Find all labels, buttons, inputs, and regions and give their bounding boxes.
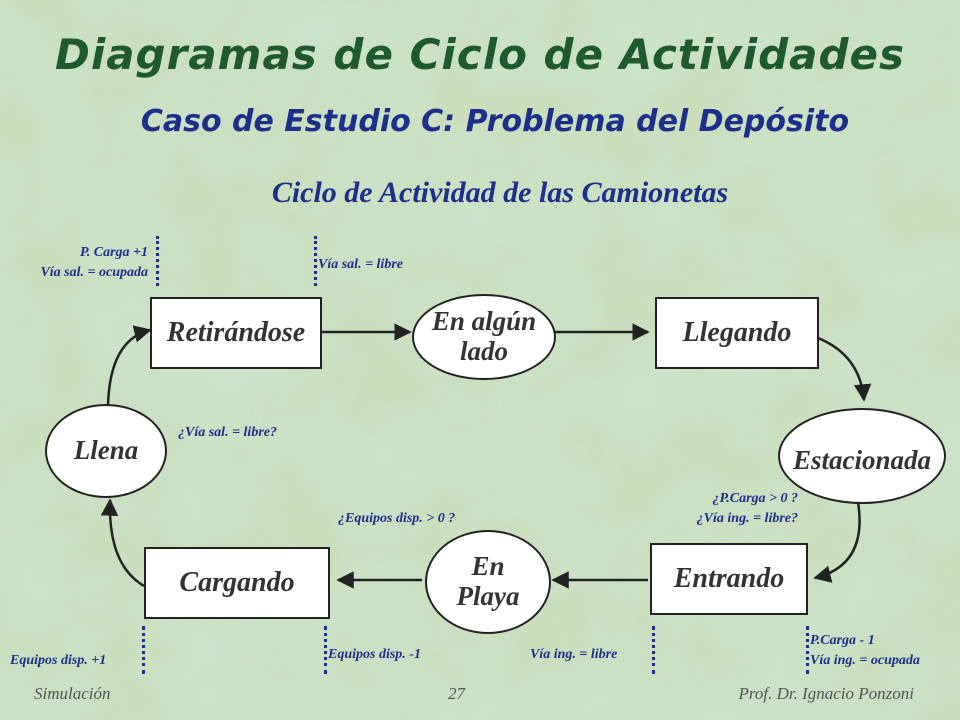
- footer-page-number: 27: [448, 684, 465, 703]
- node-entrando: Entrando: [650, 543, 808, 615]
- node-en-playa-line2: Playa: [456, 581, 520, 611]
- node-en-algun-lado-line2: lado: [459, 336, 508, 366]
- node-en-playa-line1: En: [471, 551, 505, 582]
- marker-cargando-start: [324, 626, 327, 674]
- arrow-cargando-to-llena: [100, 498, 145, 588]
- annotation-via-ing-libre: Vía ing. = libre: [530, 647, 618, 662]
- arrow-llena-to-retirandose: [106, 325, 152, 406]
- annotation-q-via-ing-libre: ¿Vía ing. = libre?: [696, 511, 798, 526]
- node-llena-label: Llena: [73, 435, 139, 466]
- diagram-heading: Ciclo de Actividad de las Camionetas: [271, 176, 729, 209]
- annotation-equipos-minus: Equipos disp. -1: [328, 647, 421, 662]
- node-en-algun-lado-line1: En algún: [431, 306, 537, 337]
- node-estacionada-label: Estacionada: [792, 445, 932, 476]
- node-en-playa: En Playa: [425, 530, 551, 634]
- annotation-q-via-sal-libre: ¿Vía sal. = libre?: [178, 425, 277, 440]
- node-llena: Llena: [45, 404, 167, 498]
- arrow-estacionada-to-entrando: [813, 501, 861, 583]
- page-title: Diagramas de Ciclo de Actividades: [54, 30, 906, 79]
- annotation-pcarga-minus: P.Carga - 1: [810, 633, 875, 648]
- annotation-via-sal-libre: Vía sal. = libre: [318, 257, 403, 272]
- node-llegando-label: Llegando: [682, 317, 792, 348]
- marker-retirandose-end: [314, 236, 317, 286]
- node-en-algun-lado: En algún lado: [412, 294, 556, 380]
- marker-retirandose-start: [156, 236, 159, 286]
- annotation-via-ing-ocupada: Vía ing. = ocupada: [810, 653, 920, 668]
- node-llegando: Llegando: [655, 297, 819, 369]
- annotation-q-pcarga: ¿P.Carga > 0 ?: [712, 491, 798, 506]
- node-retirandose: Retirándose: [150, 297, 322, 369]
- annotation-via-sal-ocupada: Vía sal. = ocupada: [40, 265, 148, 280]
- annotation-pcarga-plus: P. Carga +1: [79, 245, 148, 260]
- node-estacionada: Estacionada: [778, 408, 946, 504]
- node-cargando: Cargando: [144, 547, 330, 619]
- marker-entrando-end: [806, 626, 809, 674]
- marker-entrando-start: [652, 626, 655, 674]
- node-entrando-label: Entrando: [673, 563, 785, 594]
- marker-cargando-end: [142, 626, 145, 674]
- page-subtitle: Caso de Estudio C: Problema del Depósito: [140, 104, 850, 139]
- arrow-llegando-to-estacionada: [817, 336, 872, 402]
- footer-course: Simulación: [34, 684, 111, 703]
- node-cargando-label: Cargando: [179, 567, 295, 598]
- annotation-q-equipos: ¿Equipos disp. > 0 ?: [338, 511, 456, 526]
- footer-author: Prof. Dr. Ignacio Ponzoni: [738, 684, 914, 703]
- annotation-equipos-plus: Equipos disp. +1: [10, 653, 107, 668]
- node-retirandose-label: Retirándose: [166, 317, 306, 348]
